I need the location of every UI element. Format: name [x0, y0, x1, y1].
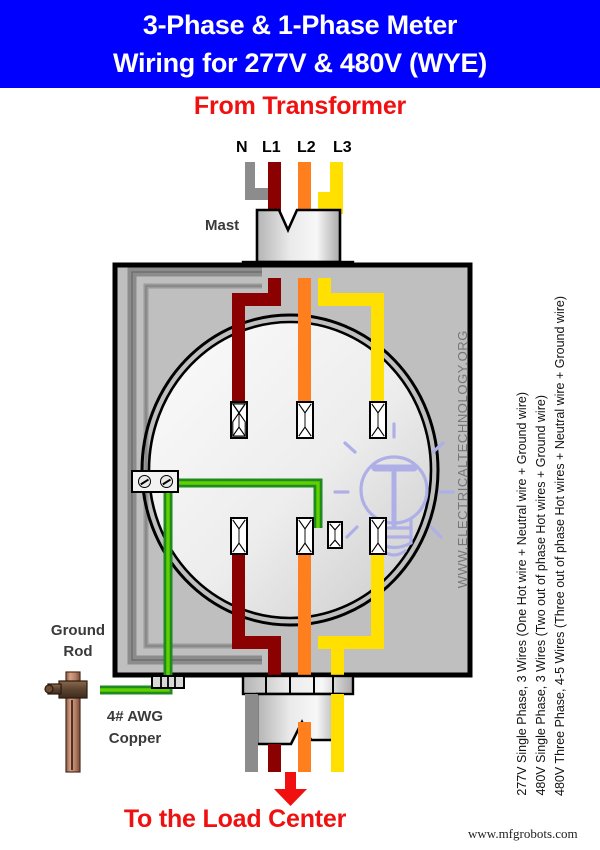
phase-label-l2: L2 [297, 139, 316, 156]
label-awg-line2: Copper [108, 730, 162, 747]
load-wires-below-hub [245, 694, 344, 772]
label-awg-copper: 4# AWG Copper [88, 706, 182, 750]
vertical-note-1: 480V Single Phase, 3 Wires (Two out of p… [534, 395, 548, 796]
meter-jaw-bottom-l1[interactable] [230, 517, 248, 555]
label-ground-rod-line2: Rod [63, 643, 93, 660]
meter-jaw-top-l1[interactable] [230, 401, 248, 439]
wire-l1-path [232, 278, 281, 764]
neutral-wire-internal [127, 267, 262, 665]
label-ground-rod-line1: Ground [50, 622, 106, 639]
meter-jaw-bottom-l2[interactable] [296, 517, 314, 555]
meter-jaw-bottom-neutral[interactable] [327, 521, 343, 549]
wire-ground-path [100, 478, 323, 695]
vertical-note-0: 277V Single Phase, 3 Wires (One Hot wire… [515, 392, 529, 796]
load-center-arrow-icon [274, 772, 307, 806]
lug-screw-right[interactable] [159, 475, 173, 488]
label-awg-line1: 4# AWG [106, 708, 164, 725]
vertical-note-2: 480V Three Phase, 4-5 Wires (Three out o… [553, 296, 567, 796]
lug-screw-left[interactable] [137, 475, 151, 488]
service-wire-l3 [318, 162, 343, 214]
ground-rod-clamp-icon [44, 680, 88, 699]
watermark-bottom-right: www.mfgrobots.com [468, 826, 578, 841]
phase-label-group: N L1 L2 L3 [236, 139, 366, 161]
label-ground-rod: Ground Rod [30, 620, 126, 662]
meter-jaw-bottom-l3[interactable] [369, 517, 387, 555]
watermark-site-vertical: WWW.ELECTRICALTECHNOLOGY.ORG [455, 330, 470, 589]
ground-conduit-collar [151, 675, 185, 689]
label-mast: Mast [205, 217, 240, 234]
phase-label-l1: L1 [262, 139, 281, 156]
meter-jaw-top-l3[interactable] [369, 401, 387, 439]
label-to-load-center: To the Load Center [123, 805, 347, 833]
meter-jaw-top-l2[interactable] [296, 401, 314, 439]
vertical-notes-group: 277V Single Phase, 3 Wires (One Hot wire… [515, 136, 590, 796]
header-title-line1: 3-Phase & 1-Phase Meter [142, 10, 458, 40]
header-title-line2: Wiring for 277V & 480V (WYE) [113, 48, 487, 78]
phase-label-neutral: N [236, 139, 248, 156]
header-banner: 3-Phase & 1-Phase Meter Wiring for 277V … [0, 0, 600, 88]
subtitle-from-transformer: From Transformer [193, 92, 407, 120]
phase-label-l3: L3 [333, 139, 352, 156]
service-wire-neutral [245, 162, 268, 200]
service-wire-l1 [268, 162, 281, 216]
neutral-ground-lug[interactable] [131, 470, 179, 493]
